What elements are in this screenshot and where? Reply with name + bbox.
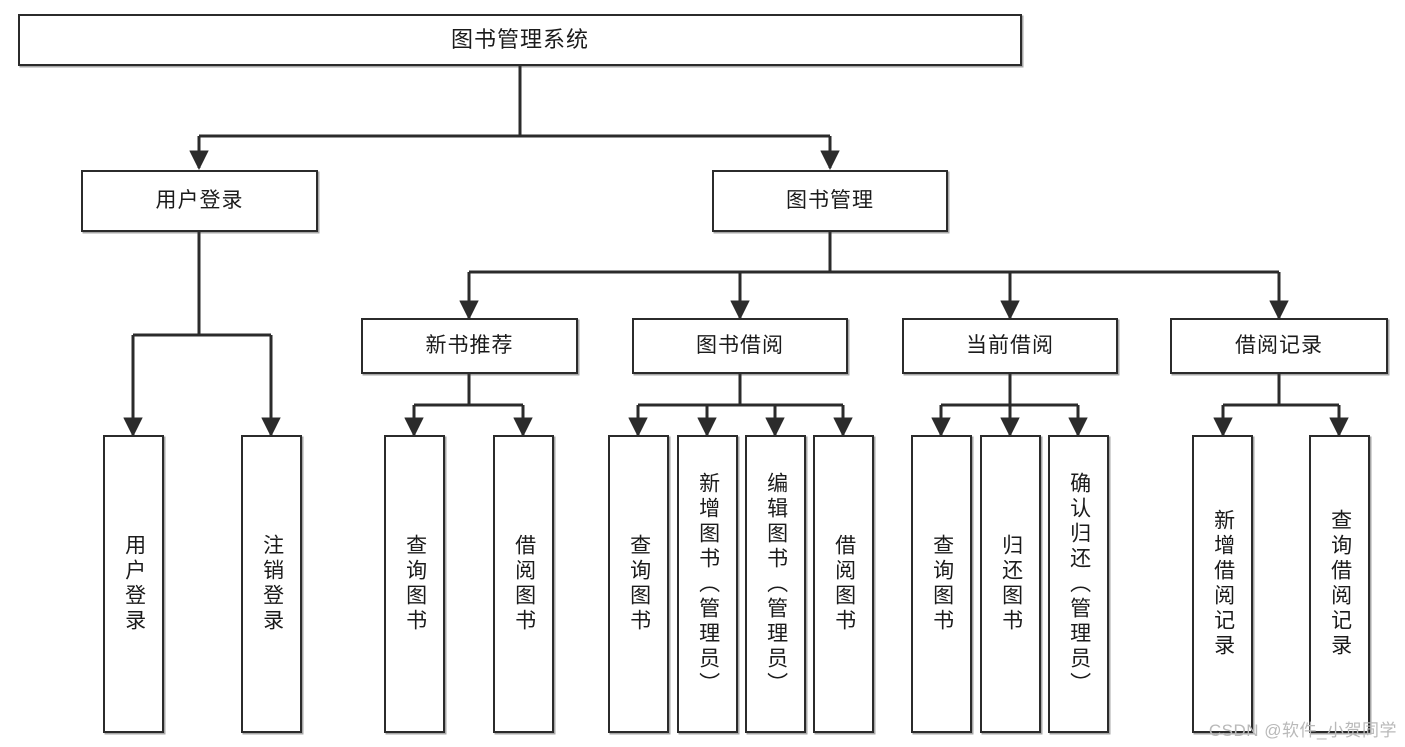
node-label: 当前借阅	[966, 334, 1054, 358]
node-label: 注销登录	[260, 534, 284, 634]
node-label: 图书管理	[786, 189, 874, 213]
node-leaf-query-book-3[interactable]: 查询图书	[911, 435, 972, 733]
node-leaf-add-book[interactable]: 新增图书（管理员）	[677, 435, 738, 733]
node-label: 新书推荐	[425, 334, 514, 358]
node-label: 用户登录	[155, 189, 244, 213]
node-leaf-edit-book[interactable]: 编辑图书（管理员）	[745, 435, 806, 733]
node-new-book-recommend[interactable]: 新书推荐	[361, 318, 578, 374]
node-leaf-user-login[interactable]: 用户登录	[103, 435, 164, 733]
node-label: 用户登录	[122, 534, 146, 634]
node-label: 编辑图书（管理员）	[764, 471, 788, 697]
node-root-system[interactable]: 图书管理系统	[18, 14, 1022, 66]
node-leaf-query-book-2[interactable]: 查询图书	[608, 435, 669, 733]
node-book-borrow[interactable]: 图书借阅	[632, 318, 848, 374]
node-book-manage[interactable]: 图书管理	[712, 170, 948, 232]
node-leaf-query-record[interactable]: 查询借阅记录	[1309, 435, 1370, 733]
node-leaf-borrow-book-2[interactable]: 借阅图书	[813, 435, 874, 733]
node-leaf-confirm-return[interactable]: 确认归还（管理员）	[1048, 435, 1109, 733]
node-leaf-logout[interactable]: 注销登录	[241, 435, 302, 733]
node-current-borrow[interactable]: 当前借阅	[902, 318, 1118, 374]
node-label: 新增图书（管理员）	[696, 471, 720, 697]
node-leaf-borrow-book-1[interactable]: 借阅图书	[493, 435, 554, 733]
node-label: 查询图书	[403, 534, 427, 634]
node-label: 新增借阅记录	[1211, 509, 1235, 659]
node-borrow-record[interactable]: 借阅记录	[1170, 318, 1388, 374]
node-label: 借阅图书	[512, 534, 536, 634]
node-label: 查询图书	[930, 534, 954, 634]
node-label: 图书管理系统	[450, 26, 589, 52]
node-label: 确认归还（管理员）	[1067, 471, 1091, 697]
node-label: 查询图书	[627, 534, 651, 634]
node-leaf-add-record[interactable]: 新增借阅记录	[1192, 435, 1253, 733]
node-leaf-return-book[interactable]: 归还图书	[980, 435, 1041, 733]
node-user-login[interactable]: 用户登录	[81, 170, 318, 232]
csdn-watermark: CSDN @软件_小贺同学	[1208, 721, 1397, 740]
node-label: 图书借阅	[696, 334, 784, 358]
node-label: 查询借阅记录	[1328, 509, 1352, 659]
node-label: 借阅图书	[832, 534, 856, 634]
node-label: 借阅记录	[1235, 334, 1323, 358]
node-leaf-query-book-1[interactable]: 查询图书	[384, 435, 445, 733]
node-label: 归还图书	[999, 534, 1023, 634]
